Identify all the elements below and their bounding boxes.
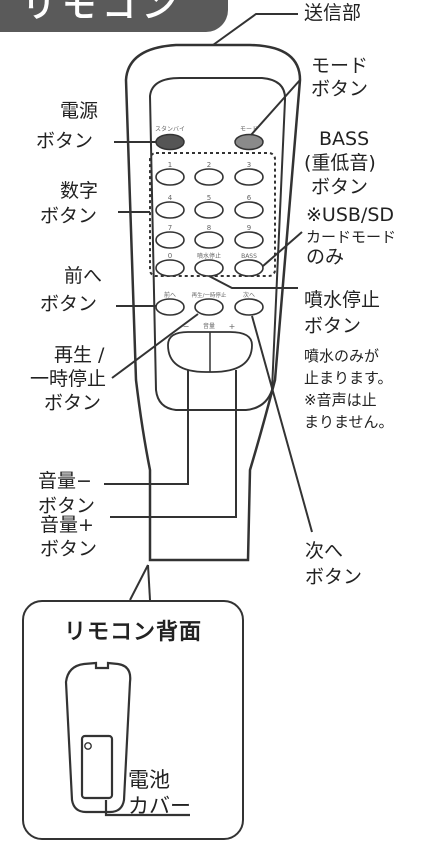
label-power-line2: ボタン (36, 130, 94, 152)
label-bass-note-line1: ※USB/SD (306, 204, 395, 226)
leader-mode (250, 79, 301, 136)
power-key-label: スタンバイ (155, 125, 185, 133)
bass-key-label: BASS (241, 253, 257, 260)
label-prev-line1: 前へ (64, 265, 103, 287)
digit-key-0 (155, 259, 185, 277)
mode-key-label: モード (240, 126, 258, 133)
digit-5-label: 5 (207, 194, 211, 202)
label-mode-line2: ボタン (311, 78, 369, 100)
label-number-line1: 数字 (60, 180, 99, 202)
label-fountain-note-3: ※音声は止 (304, 391, 377, 409)
leader-bass (262, 231, 303, 267)
label-play-line1: 再生 / (54, 344, 105, 366)
digit-9-label: 9 (247, 224, 251, 232)
prev-key-label: 前へ (164, 291, 176, 299)
digit-7-label: 7 (168, 224, 172, 232)
digit-2-label: 2 (207, 161, 211, 169)
digit-3-label: 3 (247, 161, 251, 169)
back-view-title: リモコン背面 (63, 620, 202, 645)
label-fountain-line2: ボタン (304, 315, 362, 337)
volume-plus-sign: + (229, 322, 236, 331)
volume-title: 音量 (203, 322, 215, 330)
mode-key (234, 133, 264, 151)
leader-back (129, 564, 149, 601)
label-number-line2: ボタン (40, 205, 98, 227)
label-battery-line2: カバー (128, 794, 191, 818)
digit-key-8 (194, 231, 224, 249)
digit-key-1 (155, 168, 185, 186)
label-bass-line1: BASS (319, 128, 370, 150)
fountain-key-label: 噴水停止 (197, 252, 221, 260)
leader-volume-down (104, 370, 189, 485)
digit-key-7 (155, 231, 185, 249)
label-prev-line2: ボタン (40, 293, 98, 315)
digit-keypad-frame (149, 152, 276, 277)
label-battery-line1: 電池 (128, 768, 170, 792)
digit-0-label: 0 (168, 252, 172, 260)
label-volume-up-line2: ボタン (40, 538, 98, 560)
digit-6-label: 6 (247, 194, 252, 202)
leader-play (111, 313, 199, 379)
digit-key-2 (194, 168, 224, 186)
leader-fountain (208, 275, 298, 289)
bass-key (234, 259, 264, 277)
remote-body (124, 43, 302, 562)
next-key-label: 次へ (243, 291, 255, 299)
label-play-line2: 一時停止 (30, 368, 107, 390)
label-power-line1: 電源 (60, 100, 99, 122)
label-mode-line1: モード (311, 55, 369, 77)
label-volume-up-line1: 音量+ (40, 514, 94, 536)
leader-volume-up (110, 370, 237, 518)
play-key-label: 再生/一時停止 (192, 291, 227, 299)
next-key (234, 298, 264, 316)
digit-1-label: 1 (168, 161, 172, 169)
label-transmitter: 送信部 (304, 2, 362, 24)
volume-minus-sign: − (183, 322, 190, 331)
label-next-line2: ボタン (305, 566, 363, 588)
fountain-key (194, 259, 224, 277)
label-fountain-note-2: 止まります。 (304, 369, 393, 387)
label-volume-down-line1: 音量− (38, 470, 92, 492)
label-bass-line2: (重低音) (304, 152, 376, 174)
digit-key-9 (234, 231, 264, 249)
digit-key-4 (155, 201, 185, 219)
section-tab-text: リモコン (22, 0, 182, 26)
digit-8-label: 8 (207, 224, 211, 232)
play-pause-key (194, 298, 224, 316)
power-key (155, 133, 185, 151)
digit-key-3 (234, 168, 264, 186)
prev-key (155, 298, 185, 316)
leader-back-right (147, 564, 151, 601)
label-volume-down-line2: ボタン (38, 495, 96, 517)
label-fountain-note-1: 噴水のみが (304, 347, 380, 365)
leader-transmitter (212, 13, 298, 46)
label-play-line3: ボタン (44, 392, 102, 414)
digit-4-label: 4 (168, 194, 173, 202)
label-bass-note-line2: カードモード (306, 228, 397, 246)
label-bass-line3: ボタン (311, 176, 369, 198)
digit-key-5 (194, 201, 224, 219)
label-next-line1: 次へ (305, 540, 344, 562)
section-tab: リモコン (0, 0, 228, 32)
label-fountain-line1: 噴水停止 (304, 289, 381, 311)
label-bass-note-line3: のみ (306, 246, 345, 268)
leader-next (251, 315, 313, 533)
label-fountain-note-4: まりません。 (304, 413, 394, 431)
digit-key-6 (234, 201, 264, 219)
